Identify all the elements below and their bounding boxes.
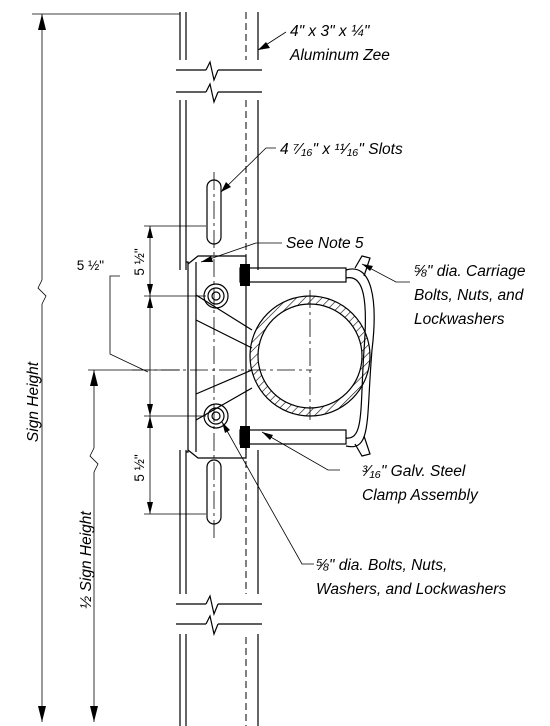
carriage-label-line-3: Lockwashers [414, 311, 505, 328]
half-sign-height-arrow-top [90, 370, 98, 386]
sign-height-label: Sign Height [25, 361, 42, 442]
aluminum-zee [176, 12, 262, 726]
center-offset-leader [109, 275, 149, 373]
bolts-leader [221, 421, 314, 565]
carriage-nut-bottom [240, 426, 250, 448]
half-sign-height-arrow-bottom [90, 706, 98, 722]
bolt-lower-shank [211, 411, 221, 421]
carriage-nut-top [240, 264, 250, 286]
zee-break-upper [176, 60, 262, 105]
plate-bottom [187, 430, 247, 459]
zee-label-line-1: 4" x 3" x ¼" [290, 23, 371, 40]
slots-leader [220, 147, 276, 193]
sign-height-arrow-top [38, 14, 46, 30]
sign-height-arrow-bottom [38, 706, 46, 722]
carriage-label-line-2: Bolts, Nuts, and [414, 287, 525, 304]
clamp-ear-bottom [354, 435, 371, 457]
spacing-dimensions [144, 225, 206, 515]
plate-edge [186, 261, 189, 453]
note-label: See Note 5 [286, 235, 364, 252]
bolt-upper-shank [211, 291, 221, 301]
clamp-label-line-2: Clamp Assembly [362, 487, 479, 504]
zee-label-line-2: Aluminum Zee [289, 47, 390, 64]
bolts-label-line-1: ⅝" dia. Bolts, Nuts, [316, 557, 447, 574]
bracket-plate [186, 255, 253, 459]
sign-height-break [37, 279, 47, 305]
plate-stiffener-2 [195, 319, 253, 349]
clamp-strap-outer [345, 268, 375, 448]
clamp-assembly [239, 255, 375, 457]
leaders [200, 31, 410, 565]
sign-height-dimension [32, 13, 180, 722]
plate-top [187, 255, 247, 285]
slots-label: 4 ⁷⁄₁₆" x ¹¹⁄₁₆" Slots [280, 141, 403, 158]
center-offset-label: 5 ½" [77, 258, 105, 273]
half-sign-height-dimension [88, 369, 180, 722]
bolt-upper [203, 283, 229, 309]
clamp-leader [261, 431, 340, 471]
plate-stiffener-4 [195, 369, 253, 395]
half-sign-height-break [89, 447, 99, 473]
note-leader [200, 242, 282, 263]
zee-break-lower [176, 594, 262, 637]
clamp-bar-bottom [239, 429, 347, 445]
lower-spacing-label: 5 ½" [132, 454, 147, 482]
clamp-label-line-1: ³⁄₁₆" Galv. Steel [362, 463, 466, 480]
half-sign-height-label: ½ Sign Height [78, 511, 95, 609]
bolt-upper-nut [207, 287, 225, 305]
carriage-label-line-1: ⅝" dia. Carriage [414, 263, 526, 280]
bolt-lower [203, 403, 229, 429]
slots [206, 172, 222, 540]
plate-stiffener-3 [195, 387, 253, 421]
carriage-leader [361, 263, 410, 283]
bolts-label-line-2: Washers, and Lockwashers [316, 581, 506, 598]
bolt-lower-nut [207, 407, 225, 425]
upper-spacing-label: 5 ½" [132, 248, 147, 276]
clamp-bar-top [239, 267, 347, 283]
